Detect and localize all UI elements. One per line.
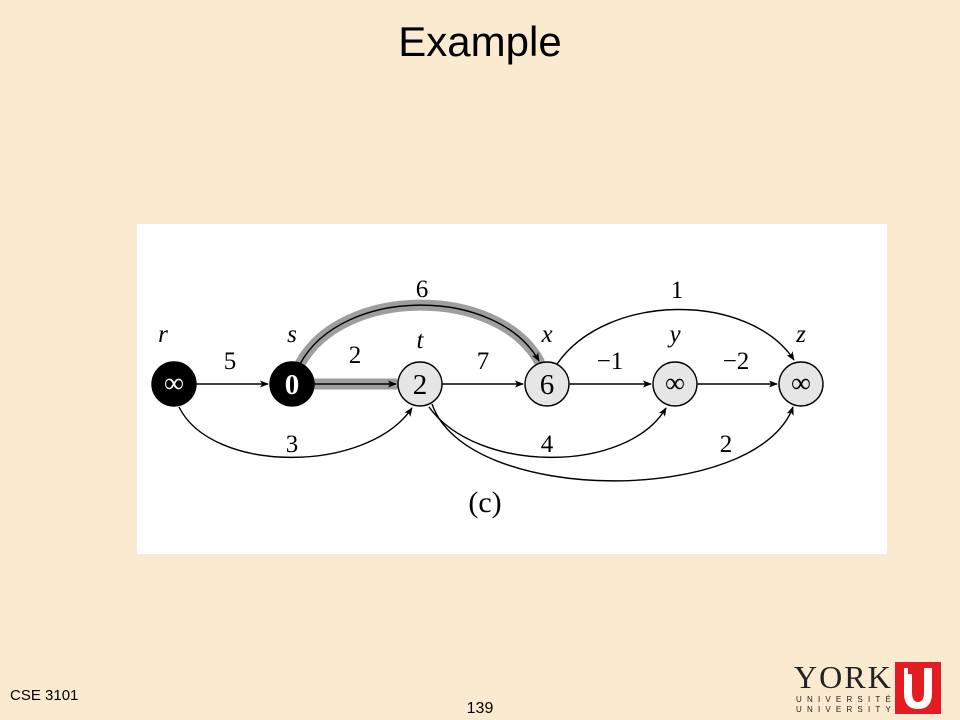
- edge-weight-r-t: 3: [286, 431, 299, 458]
- node-label-s: s: [287, 321, 297, 348]
- slide-title: Example: [398, 18, 562, 65]
- graph-diagram: ∞ 0 2 6 ∞ ∞ 5 2 7 −1 −2 6 1 3 4 2 r s t x y z (c): [151, 276, 824, 519]
- course-code: CSE 3101: [10, 687, 79, 704]
- node-label-t: t: [417, 327, 425, 354]
- edge-r-t: [178, 406, 413, 459]
- edge-s-x: [299, 304, 540, 365]
- edge-weight-x-z: 1: [671, 277, 684, 304]
- node-label-r: r: [158, 321, 168, 348]
- edge-weight-x-y: −1: [597, 348, 624, 375]
- edge-weight-s-x: 6: [416, 276, 429, 303]
- edge-weight-t-y: 4: [541, 431, 554, 458]
- edge-weight-y-z: −2: [723, 348, 750, 375]
- edge-x-z: [556, 308, 795, 365]
- edge-weight-r-s: 5: [224, 348, 237, 375]
- node-x: [524, 361, 570, 407]
- node-z: [778, 361, 824, 407]
- page-number: 139: [466, 700, 494, 717]
- edge-weight-t-z: 2: [720, 431, 733, 458]
- edge-t-y: [428, 406, 667, 459]
- york-u-mark-icon: [895, 662, 941, 714]
- graph-figure: ∞ 0 2 6 ∞ ∞ 5 2 7 −1 −2 6 1 3 4 2 r s t x y z (c): [137, 224, 887, 554]
- node-y: [652, 361, 698, 407]
- edge-weight-t-x: 7: [477, 348, 490, 375]
- node-r: [151, 361, 197, 407]
- node-label-x: x: [540, 321, 552, 348]
- node-value-y: ∞: [665, 368, 685, 399]
- logo-line-fr: UNIVERSITÉ: [796, 695, 897, 704]
- diagram-caption: (c): [468, 486, 501, 519]
- edge-weight-s-t: 2: [349, 342, 362, 369]
- edge-t-z: [431, 403, 794, 482]
- node-t: [397, 361, 443, 407]
- node-value-r: ∞: [164, 368, 184, 399]
- logo-wordmark: YORK: [794, 659, 893, 695]
- node-label-z: z: [795, 321, 806, 348]
- node-value-x: 6: [540, 369, 555, 401]
- york-university-logo: YORK UNIVERSITÉ UNIVERSITY: [794, 660, 944, 716]
- logo-line-en: UNIVERSITY: [796, 705, 897, 714]
- node-value-s: 0: [285, 369, 300, 401]
- node-value-t: 2: [413, 369, 428, 401]
- node-s: [269, 361, 315, 407]
- node-label-y: y: [666, 321, 681, 348]
- node-value-z: ∞: [791, 368, 811, 399]
